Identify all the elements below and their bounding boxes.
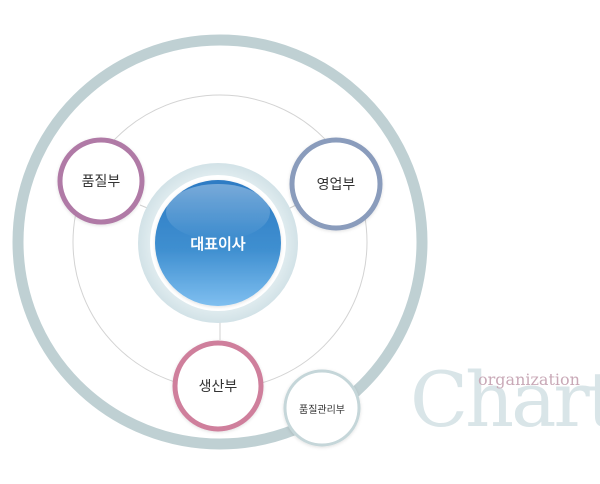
production-node-label: 생산부 — [198, 379, 238, 395]
sales-node-circle — [289, 137, 383, 231]
quality-management-node-label: 품질관리부 — [299, 404, 345, 416]
watermark-chart-text: Chart — [410, 355, 600, 444]
quality-node-label: 품질부 — [81, 174, 121, 190]
outer-ring — [12, 34, 428, 450]
quality-node-circle — [57, 137, 145, 225]
production-node-circle — [172, 340, 264, 432]
watermark-organization-text: organization — [478, 370, 580, 389]
quality-management-node-circle — [283, 369, 361, 447]
sales-node-label: 영업부 — [316, 177, 356, 193]
ceo-node-shine — [166, 184, 270, 240]
ceo-node-label: 대표이사 — [190, 234, 246, 253]
